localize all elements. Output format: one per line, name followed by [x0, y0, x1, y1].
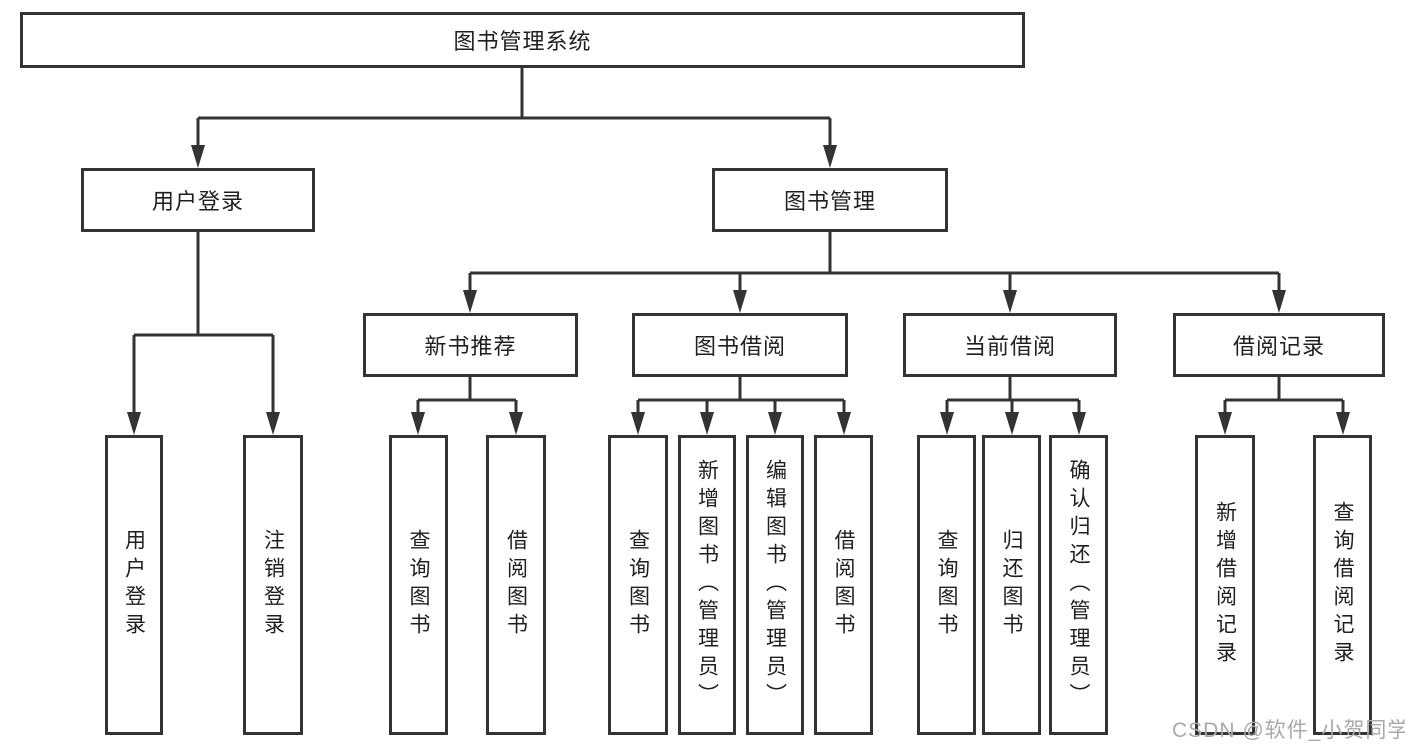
arrowhead [733, 290, 747, 313]
node-label: 用户登录 [151, 189, 244, 214]
node-label: 用户登录 [122, 529, 146, 641]
node-label: 确认归还（管理员） [1067, 459, 1090, 711]
node-root: 图书管理系统 [20, 12, 1025, 68]
node-label: 注销登录 [261, 529, 285, 641]
node-current-borrow: 当前借阅 [903, 313, 1117, 377]
arrowhead [463, 290, 477, 313]
leaf-current-confirm: 确认归还（管理员） [1049, 435, 1108, 735]
arrowhead [940, 412, 954, 435]
node-label: 查询图书 [407, 529, 430, 641]
arrowhead [823, 145, 837, 168]
node-book-management: 图书管理 [712, 168, 948, 232]
connector-book-borrow [636, 377, 846, 418]
watermark: CSDN @软件_小贺同学 [1172, 719, 1405, 742]
arrowhead [191, 145, 205, 168]
leaf-borrow-borrow: 借阅图书 [814, 435, 873, 735]
arrowhead [266, 412, 280, 435]
node-label: 新增借阅记录 [1213, 501, 1237, 669]
node-new-book-recommend: 新书推荐 [363, 313, 578, 377]
arrowhead [1272, 290, 1286, 313]
connector-borrow-records [1223, 377, 1345, 418]
node-label: 借阅图书 [832, 529, 855, 641]
arrowhead [700, 412, 714, 435]
connector-new-books [416, 377, 518, 418]
leaf-current-query: 查询图书 [917, 435, 976, 735]
node-label: 借阅图书 [504, 529, 528, 641]
arrowhead [1072, 412, 1086, 435]
node-book-borrow: 图书借阅 [632, 313, 848, 377]
leaf-borrow-edit: 编辑图书（管理员） [746, 435, 804, 735]
node-label: 图书借阅 [693, 334, 786, 359]
node-label: 查询图书 [935, 529, 958, 641]
node-borrow-records: 借阅记录 [1173, 313, 1385, 377]
node-label: 新增图书（管理员） [695, 459, 719, 711]
node-label: 当前借阅 [963, 334, 1056, 359]
node-label: 查询借阅记录 [1331, 501, 1354, 669]
arrowhead [1218, 412, 1232, 435]
node-label: 新书推荐 [424, 334, 517, 359]
leaf-records-query: 查询借阅记录 [1313, 435, 1372, 735]
arrowhead [837, 412, 851, 435]
arrowhead [768, 412, 782, 435]
leaf-newbooks-borrow: 借阅图书 [486, 435, 546, 735]
connector-root [196, 68, 832, 150]
leaf-borrow-add: 新增图书（管理员） [678, 435, 736, 735]
arrowhead [509, 412, 523, 435]
leaf-borrow-query: 查询图书 [608, 435, 668, 735]
arrowhead [1003, 290, 1017, 313]
node-label: 编辑图书（管理员） [763, 459, 787, 711]
leaf-newbooks-query: 查询图书 [389, 435, 448, 735]
connector-user-login [132, 232, 275, 418]
arrowhead [631, 412, 645, 435]
node-label: 图书管理系统 [453, 29, 592, 54]
node-label: 借阅记录 [1232, 334, 1325, 359]
node-label: 图书管理 [783, 189, 876, 214]
leaf-records-add: 新增借阅记录 [1195, 435, 1255, 735]
arrowhead [1005, 412, 1019, 435]
connector-book-management [468, 232, 1281, 296]
connector-current-borrow [945, 377, 1081, 418]
arrowhead [411, 412, 425, 435]
leaf-current-return: 归还图书 [982, 435, 1041, 735]
leaf-logout: 注销登录 [243, 435, 303, 735]
node-label: 归还图书 [1000, 529, 1023, 641]
node-user-login: 用户登录 [81, 168, 315, 232]
arrowhead [1336, 412, 1350, 435]
node-label: 查询图书 [626, 529, 650, 641]
arrowhead [127, 412, 141, 435]
leaf-user-login: 用户登录 [105, 435, 163, 735]
